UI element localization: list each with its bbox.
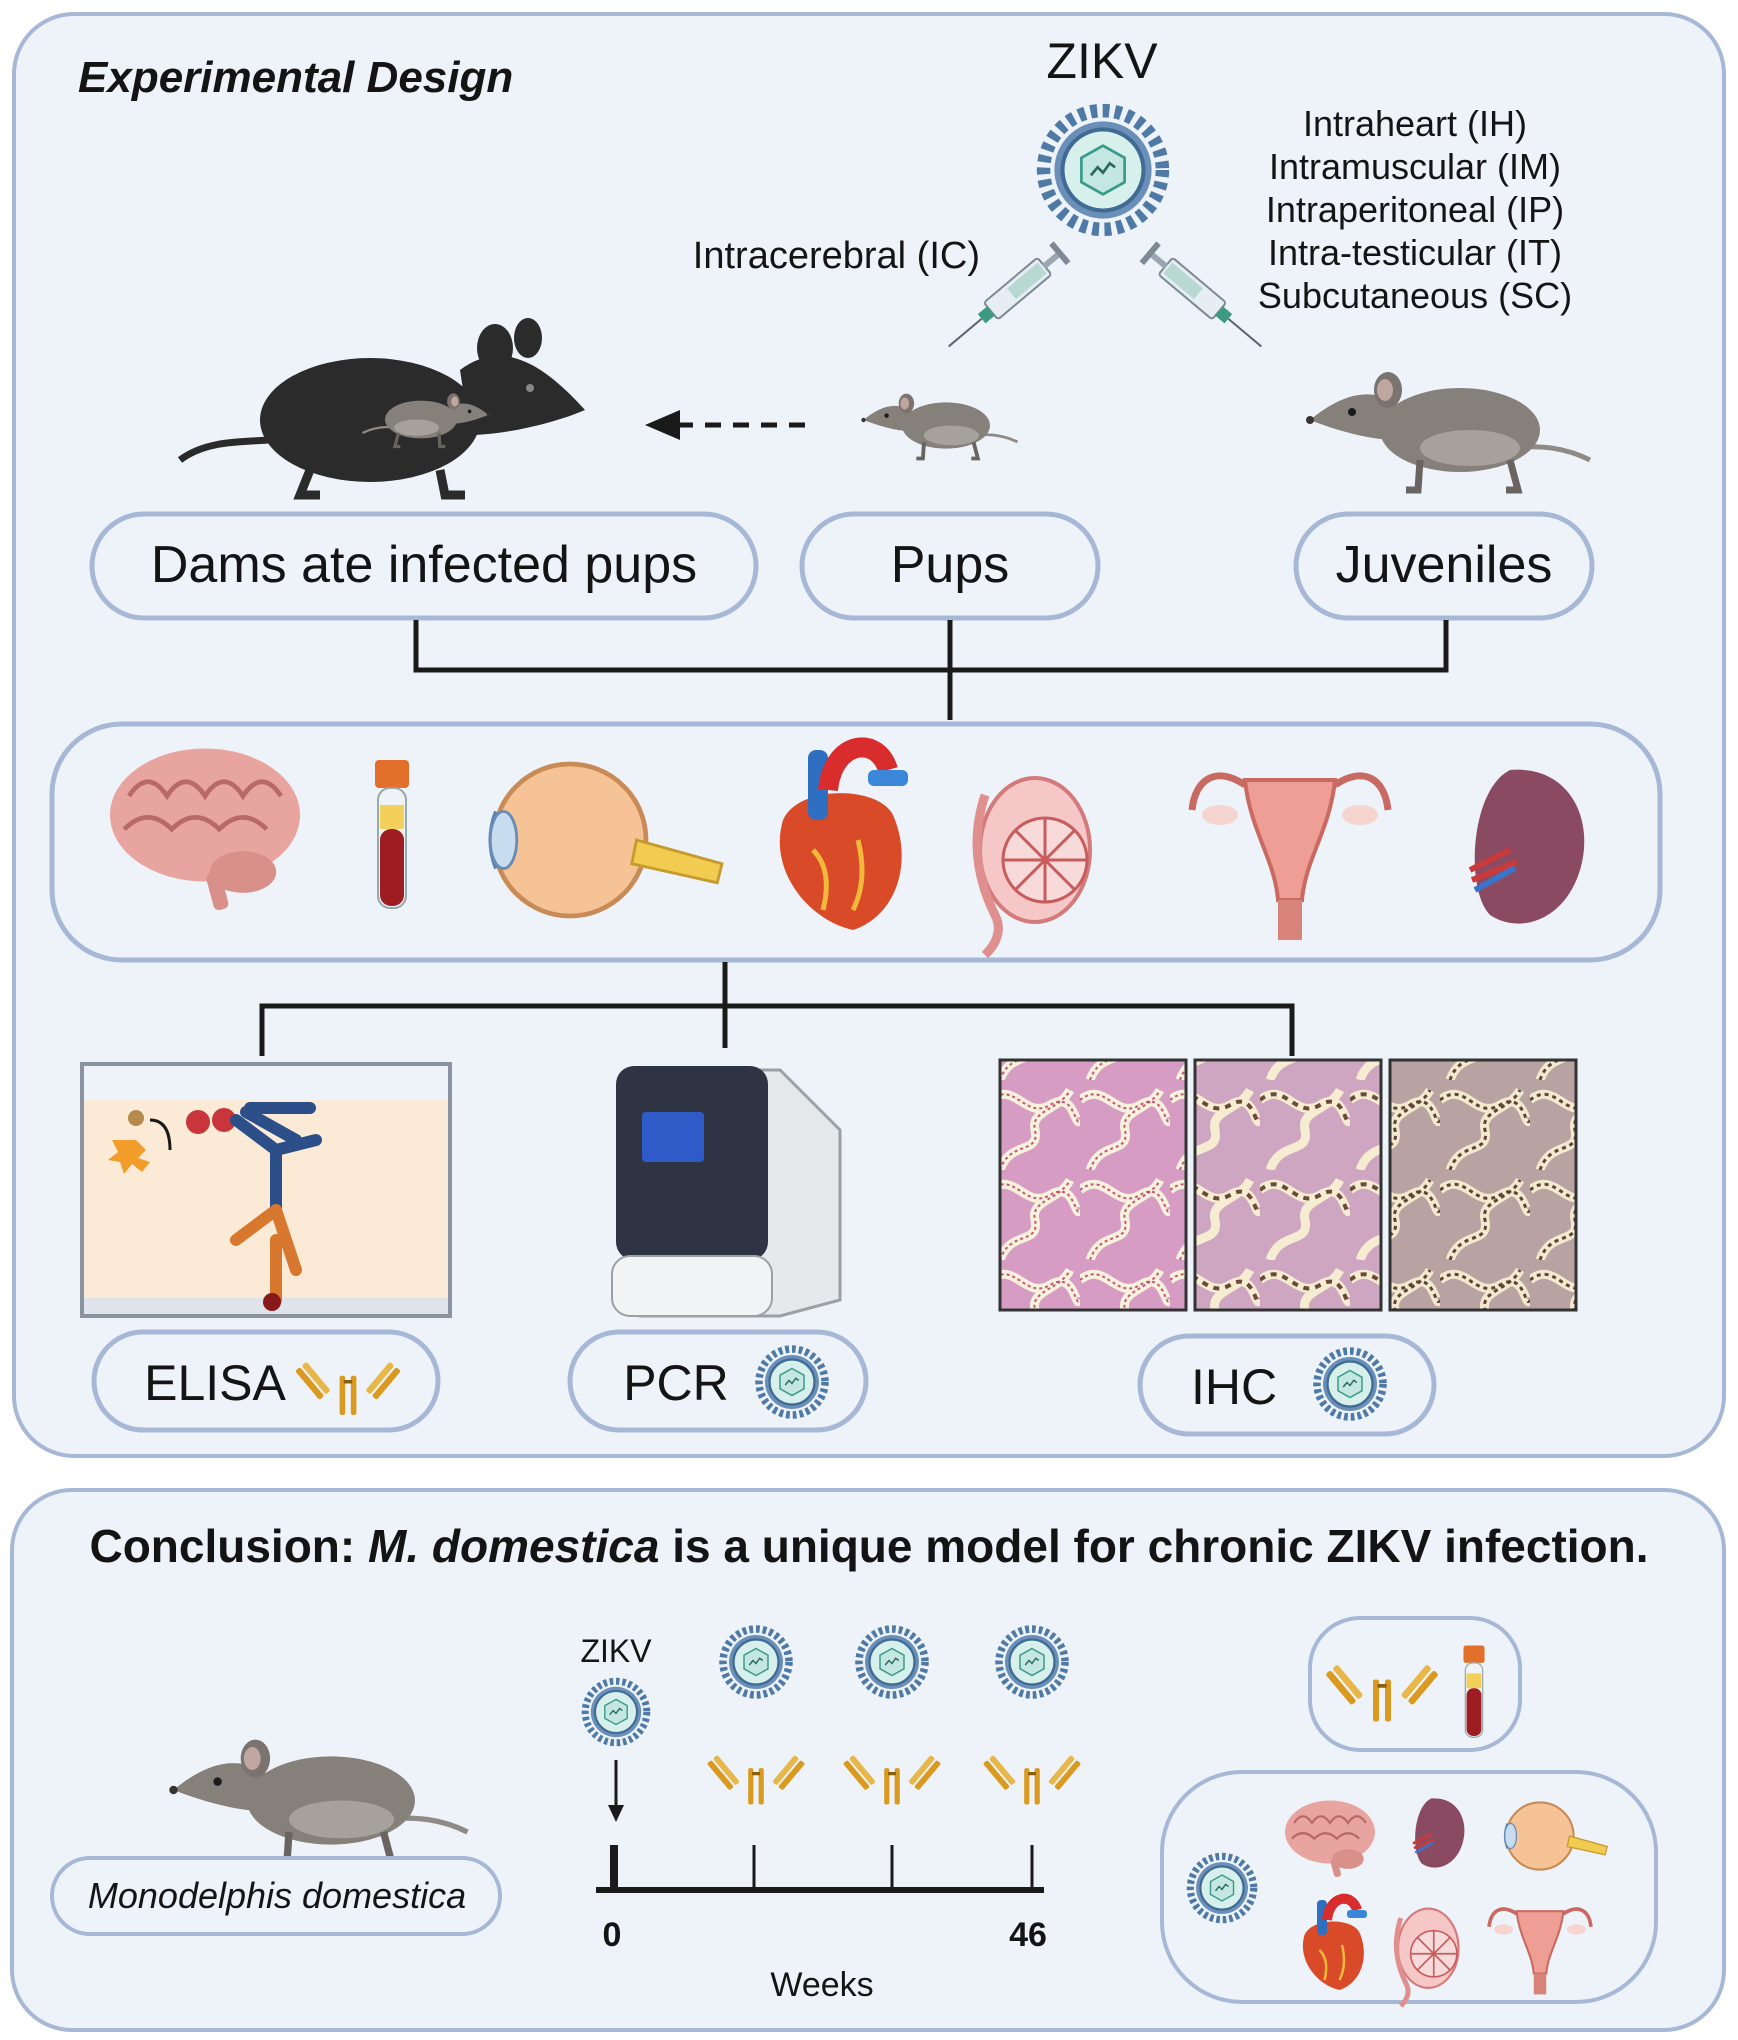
group-juveniles-label: Juveniles [1336, 536, 1553, 594]
route-it: Intra-testicular (IT) [1268, 232, 1562, 273]
inoculation-arrowhead-icon [608, 1805, 624, 1822]
pcr-machine-illustration [611, 1066, 842, 1318]
conclusion-species: M. domestica [368, 1520, 659, 1572]
pcr-label: PCR [623, 1355, 729, 1411]
summary-blood-tube-icon [1462, 1644, 1486, 1738]
conclusion-text: Conclusion: M. domestica is a unique mod… [89, 1520, 1648, 1572]
elisa-label: ELISA [144, 1355, 286, 1411]
group-pups-pill [799, 511, 1101, 621]
assays-connector [259, 962, 1295, 1056]
ihc-slides-illustration [998, 1058, 1578, 1312]
ihc-label: IHC [1191, 1359, 1277, 1415]
timeline-end-label: 46 [1009, 1916, 1047, 1954]
route-intracerebral: Intracerebral (IC) [693, 235, 980, 277]
elisa-well-illustration [80, 1062, 452, 1318]
route-list: Intraheart (IH) Intramuscular (IM) Intra… [1258, 103, 1572, 316]
timeline-weeks-label: Weeks [770, 1966, 873, 2004]
dam-opossum-icon [177, 318, 585, 500]
route-sc: Subcutaneous (SC) [1258, 275, 1572, 316]
conclusion-prefix: Conclusion: [89, 1520, 368, 1572]
transfer-arrowhead-icon [645, 410, 680, 440]
species-label: Monodelphis domestica [88, 1875, 466, 1916]
timeline-zikv-label: ZIKV [580, 1633, 652, 1669]
group-dams-pill [89, 511, 759, 621]
route-ih: Intraheart (IH) [1303, 103, 1527, 144]
species-pill [50, 1856, 502, 1936]
panel-title: Experimental Design [78, 53, 513, 102]
group-juveniles-pill [1293, 511, 1595, 621]
groups-connector [413, 620, 1449, 720]
ihc-pill [1137, 1333, 1437, 1437]
group-pups-label: Pups [891, 536, 1010, 594]
zikv-label: ZIKV [1046, 33, 1158, 89]
group-dams-label: Dams ate infected pups [151, 536, 697, 594]
timeline-axis [596, 1845, 1044, 1893]
route-ip: Intraperitoneal (IP) [1266, 189, 1564, 230]
blood-tube-icon [374, 759, 410, 909]
timeline-start-label: 0 [603, 1916, 622, 1954]
conclusion-suffix: is a unique model for chronic ZIKV infec… [659, 1520, 1648, 1572]
route-im: Intramuscular (IM) [1269, 146, 1561, 187]
